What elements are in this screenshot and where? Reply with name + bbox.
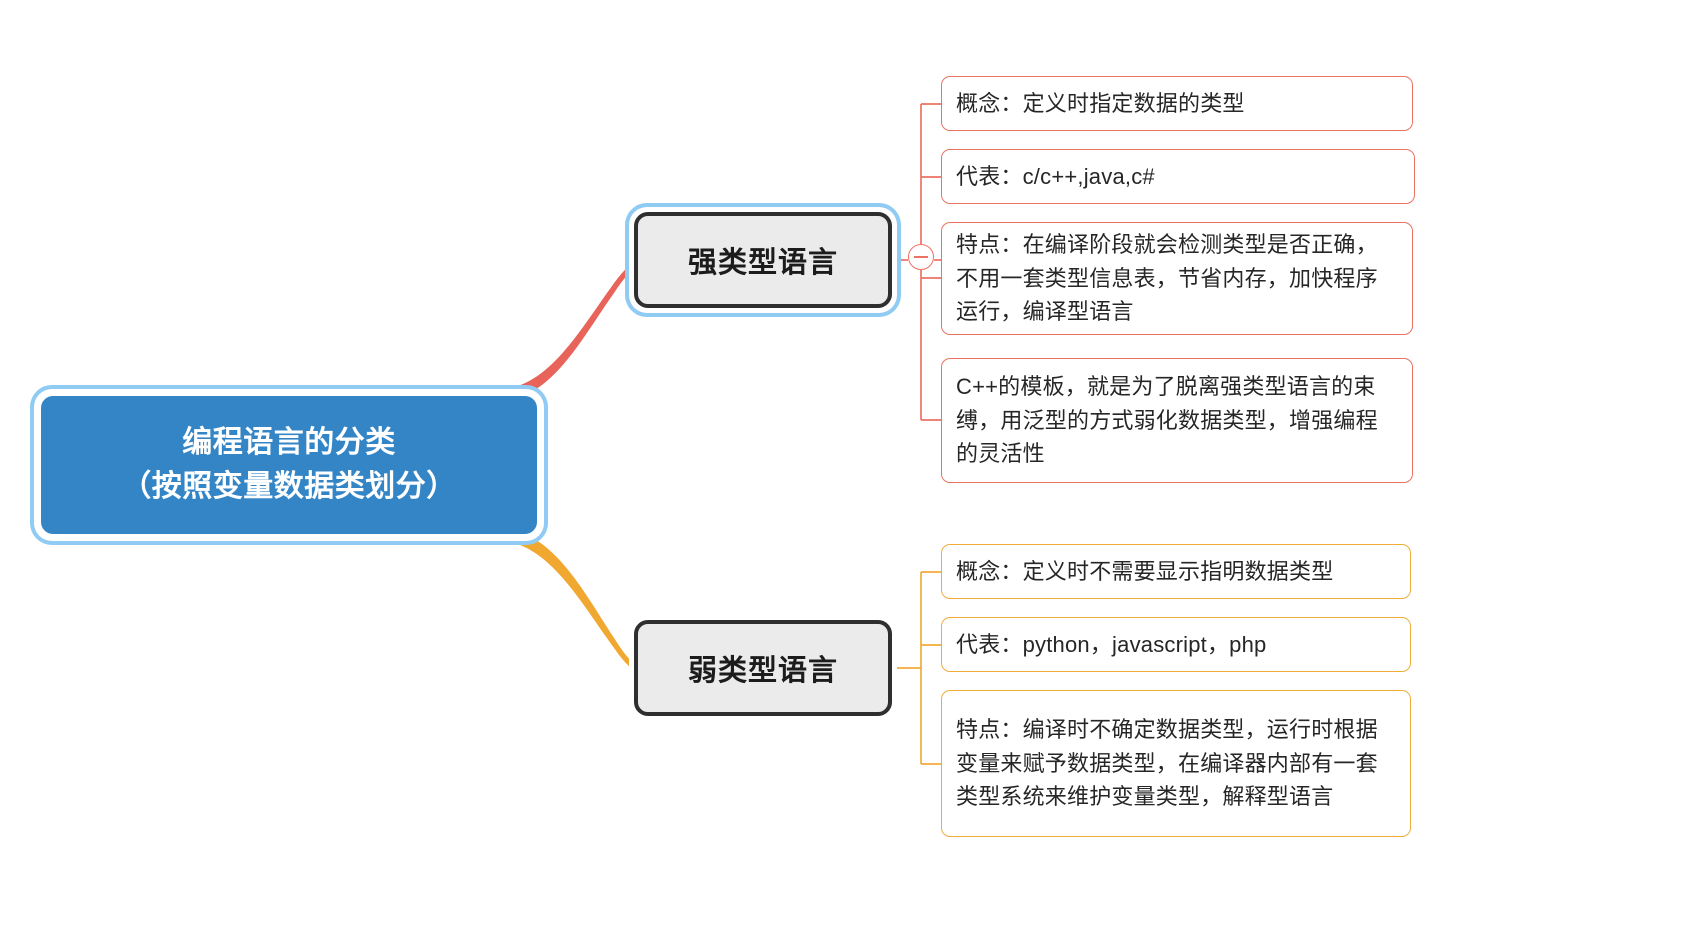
root-title-line2: （按照变量数据类划分） <box>121 470 457 503</box>
leaf-text: 概念：定义时不需要显示指明数据类型 <box>956 558 1334 584</box>
branch-node-weak[interactable]: 弱类型语言 <box>629 615 897 721</box>
branch-label-strong: 强类型语言 <box>687 247 838 279</box>
root-node[interactable]: 编程语言的分类 （按照变量数据类划分） <box>34 389 544 541</box>
branch-line-weak <box>500 530 641 673</box>
leaf-node[interactable]: 特点：在编译阶段就会检测类型是否正确，不用一套类型信息表，节省内存，加快程序运行… <box>941 222 1413 335</box>
root-title-line1: 编程语言的分类 <box>182 426 396 460</box>
leaf-text: 特点：编译时不确定数据类型，运行时根据变量来赋予数据类型，在编译器内部有一套类型… <box>956 717 1378 810</box>
leaf-text: C++的模板，就是为了脱离强类型语言的束缚，用泛型的方式弱化数据类型，增强编程的… <box>956 374 1378 467</box>
branch-line-strong <box>500 260 640 400</box>
weak-leaf-connectors <box>897 571 941 765</box>
leaf-node[interactable]: 概念：定义时指定数据的类型 <box>941 76 1413 131</box>
leaf-node[interactable]: 概念：定义时不需要显示指明数据类型 <box>941 544 1411 599</box>
branch-node-weak-body[interactable]: 弱类型语言 <box>634 620 892 716</box>
branch-label-weak: 弱类型语言 <box>687 655 838 687</box>
leaf-text: 特点：在编译阶段就会检测类型是否正确，不用一套类型信息表，节省内存，加快程序运行… <box>956 232 1378 325</box>
leaf-text: 概念：定义时指定数据的类型 <box>956 90 1245 116</box>
leaf-node[interactable]: 代表：python，javascript，php <box>941 617 1411 672</box>
leaf-node[interactable]: 代表：c/c++,java,c# <box>941 149 1415 204</box>
root-node-body[interactable]: 编程语言的分类 （按照变量数据类划分） <box>41 396 537 534</box>
leaf-text: 代表：python，javascript，php <box>956 631 1267 657</box>
leaf-text: 代表：c/c++,java,c# <box>956 163 1155 189</box>
branch-node-strong-body[interactable]: 强类型语言 <box>634 212 892 308</box>
branch-node-strong[interactable]: 强类型语言 <box>629 207 897 313</box>
leaf-node[interactable]: 特点：编译时不确定数据类型，运行时根据变量来赋予数据类型，在编译器内部有一套类型… <box>941 690 1411 837</box>
leaf-node[interactable]: C++的模板，就是为了脱离强类型语言的束缚，用泛型的方式弱化数据类型，增强编程的… <box>941 358 1413 483</box>
minus-circle-icon[interactable] <box>908 244 934 270</box>
